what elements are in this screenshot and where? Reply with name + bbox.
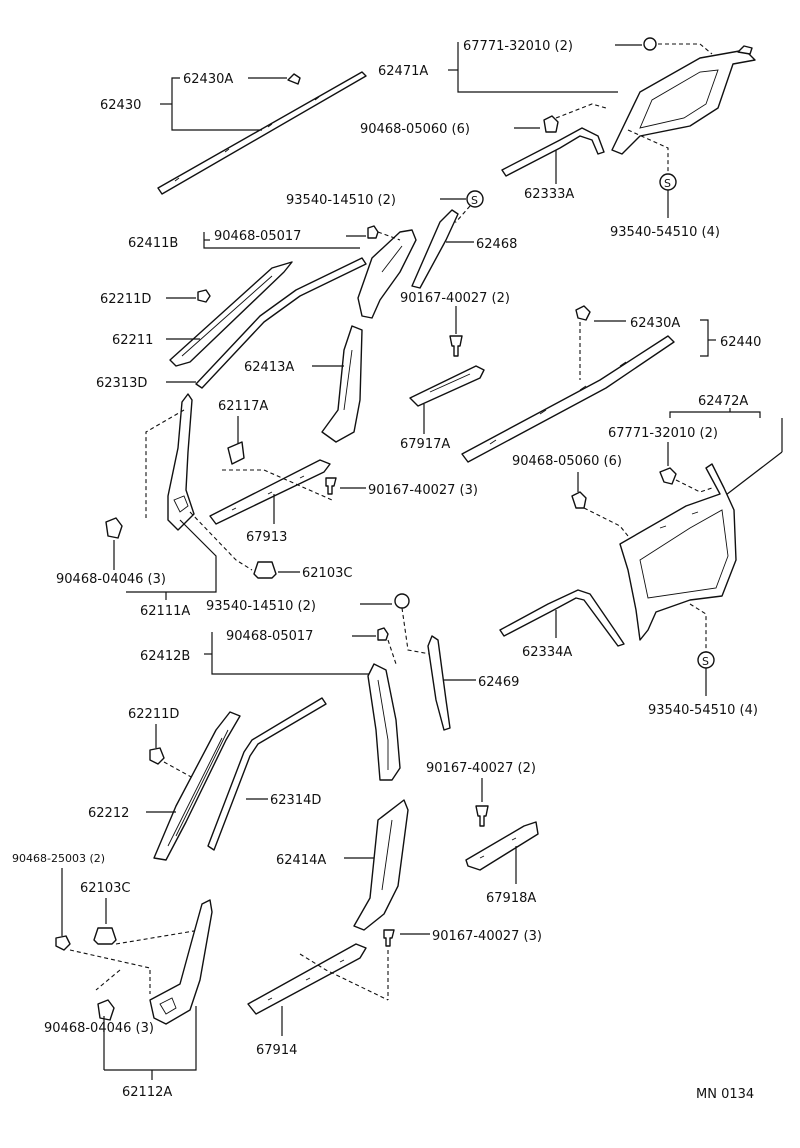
label-62411B: 62411B (128, 236, 178, 251)
label-62112A: 62112A (122, 1085, 172, 1100)
label-67913: 67913 (246, 530, 287, 545)
part-62333A (501, 127, 605, 177)
label-90468-25003: 90468-25003 (2) (12, 852, 105, 865)
screw-90167-icon (475, 805, 489, 827)
label-62103C-a: 62103C (302, 566, 352, 581)
label-62430A-mid: 62430A (630, 316, 680, 331)
label-90167-40027-a: 90167-40027 (2) (400, 291, 510, 306)
part-62212 (153, 711, 241, 861)
label-90468-04046-a: 90468-04046 (3) (56, 572, 166, 587)
clip-90468-05060-icon (571, 491, 587, 509)
part-67917A (409, 365, 485, 407)
part-67913 (209, 459, 331, 525)
part-62440 (461, 335, 675, 463)
part-62411B (357, 229, 417, 319)
part-62414A (353, 799, 409, 931)
label-62314D: 62314D (270, 793, 321, 808)
clip-90468-05017-icon (377, 627, 389, 641)
part-62412B (367, 663, 401, 781)
screw-cap-symbol: S (702, 655, 709, 668)
label-67771-top: 67771-32010 (2) (463, 39, 573, 54)
label-62117A: 62117A (218, 399, 268, 414)
part-62211 (169, 261, 293, 367)
screw-cap-symbol: S (471, 194, 478, 207)
label-67914: 67914 (256, 1043, 297, 1058)
label-62212: 62212 (88, 806, 129, 821)
clip-67771-icon (643, 37, 657, 51)
label-62472A: 62472A (698, 394, 748, 409)
clip-62430A-icon (287, 73, 301, 85)
label-62211: 62211 (112, 333, 153, 348)
label-90468-05017-top: 90468-05017 (214, 229, 301, 244)
label-90167-40027-d: 90167-40027 (3) (432, 929, 542, 944)
label-62440: 62440 (720, 335, 761, 350)
diagram-code: MN 0134 (696, 1087, 754, 1102)
clip-90468-05060-icon (543, 115, 559, 133)
label-62412B: 62412B (140, 649, 190, 664)
label-62211D-bot: 62211D (128, 707, 179, 722)
label-62103C-b: 62103C (80, 881, 130, 896)
part-62314D (207, 697, 327, 851)
label-90167-40027-b: 90167-40027 (3) (368, 483, 478, 498)
label-93540-14510-top: 93540-14510 (2) (286, 193, 396, 208)
screw-90167-icon (325, 477, 337, 495)
clip-90468-04046-icon (97, 999, 115, 1021)
part-62111A (167, 393, 195, 531)
label-62334A: 62334A (522, 645, 572, 660)
label-62413A: 62413A (244, 360, 294, 375)
label-93540-14510-mid: 93540-14510 (2) (206, 599, 316, 614)
label-67918A: 67918A (486, 891, 536, 906)
part-62472A (619, 463, 737, 641)
clip-93540-icon (394, 593, 410, 609)
label-62430A-top: 62430A (183, 72, 233, 87)
screw-90167-icon (449, 335, 463, 357)
label-90468-04046-b: 90468-04046 (3) (44, 1021, 154, 1036)
label-62111A: 62111A (140, 604, 190, 619)
label-62211D-top: 62211D (100, 292, 151, 307)
label-93540-54510-mid: 93540-54510 (4) (648, 703, 758, 718)
label-62469: 62469 (478, 675, 519, 690)
part-62334A (499, 589, 625, 647)
label-90167-40027-c: 90167-40027 (2) (426, 761, 536, 776)
label-67917A: 67917A (400, 437, 450, 452)
label-62333A: 62333A (524, 187, 574, 202)
label-62468: 62468 (476, 237, 517, 252)
label-90468-05060-mid: 90468-05060 (6) (512, 454, 622, 469)
label-90468-05017-mid: 90468-05017 (226, 629, 313, 644)
screw-90167-icon (383, 929, 395, 947)
label-93540-54510-top: 93540-54510 (4) (610, 225, 720, 240)
label-62471A: 62471A (378, 64, 428, 79)
part-62430 (157, 71, 367, 195)
clip-90468-04046-icon (105, 517, 123, 539)
label-67771-mid: 67771-32010 (2) (608, 426, 718, 441)
part-62471A (611, 45, 756, 155)
part-62468 (411, 209, 459, 289)
label-62430: 62430 (100, 98, 141, 113)
part-62117A (227, 441, 245, 465)
part-62112A (149, 899, 213, 1025)
part-62469 (427, 635, 451, 731)
part-62413A (321, 325, 363, 443)
clip-62103C-icon (93, 927, 117, 945)
clip-62211D-icon (149, 747, 165, 765)
clip-62430A-icon (575, 305, 591, 321)
clip-62103C-icon (253, 561, 277, 579)
part-67914 (247, 943, 367, 1015)
part-67918A (465, 821, 539, 871)
part-62313D (195, 257, 367, 389)
screw-cap-symbol: S (664, 177, 671, 190)
label-62414A: 62414A (276, 853, 326, 868)
screw-cap-icon (466, 190, 484, 208)
clip-67771-icon (659, 467, 677, 485)
clip-90468-05017-icon (367, 225, 379, 239)
clip-62211D-icon (197, 289, 211, 303)
label-90468-05060-top: 90468-05060 (6) (360, 122, 470, 137)
clip-90468-25003-icon (55, 935, 71, 951)
label-62313D: 62313D (96, 376, 147, 391)
